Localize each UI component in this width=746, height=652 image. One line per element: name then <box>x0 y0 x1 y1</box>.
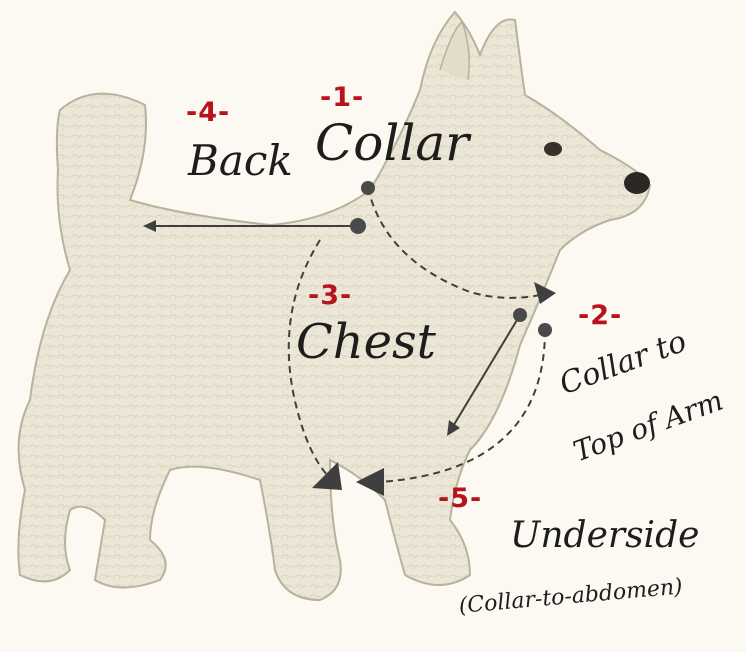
label-underside: Underside <box>510 518 699 554</box>
point-arm-top <box>513 308 527 322</box>
number-4: -4- <box>186 97 230 128</box>
point-back <box>350 218 366 234</box>
number-3: -3- <box>308 280 352 311</box>
label-collar: Collar <box>315 118 469 168</box>
label-chest: Chest <box>296 318 436 366</box>
number-5: -5- <box>438 483 482 514</box>
eye-shape <box>544 142 562 156</box>
number-2: -2- <box>578 300 622 331</box>
point-underside <box>538 323 552 337</box>
number-1: -1- <box>320 82 364 113</box>
label-back: Back <box>188 140 293 182</box>
nose-shape <box>624 172 650 194</box>
point-collar <box>361 181 375 195</box>
